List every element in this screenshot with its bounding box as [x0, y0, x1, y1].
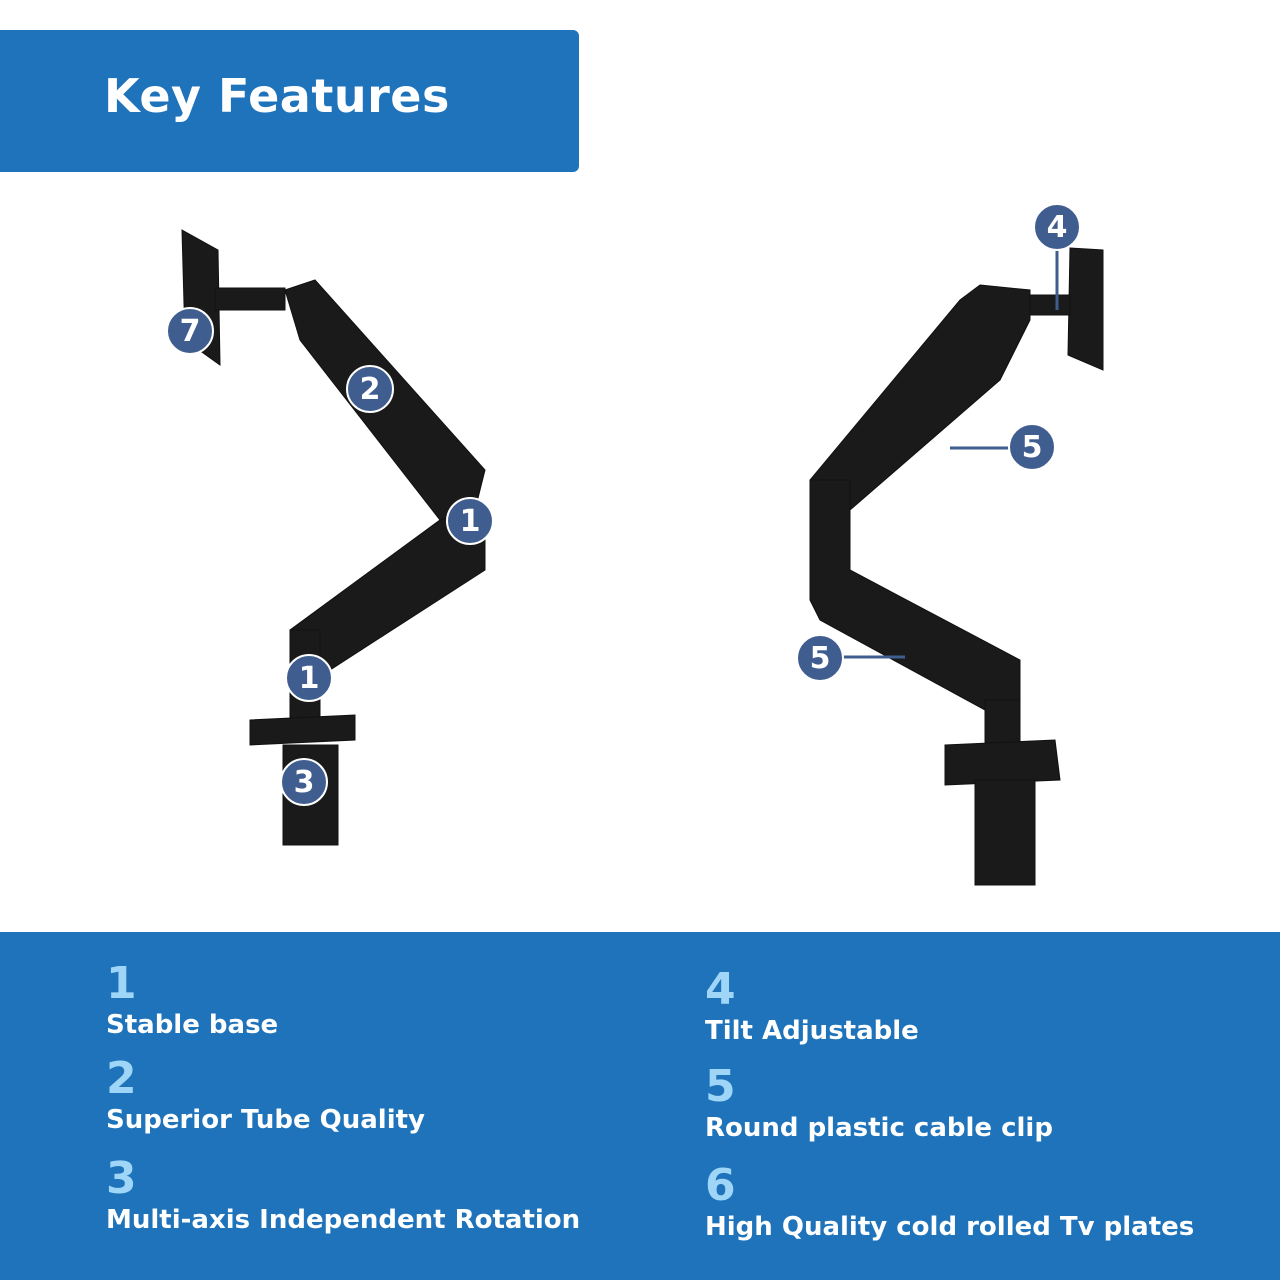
feature-number: 1 — [106, 958, 137, 1009]
callout-badge: 1 — [285, 654, 333, 702]
callout-badge: 2 — [346, 365, 394, 413]
feature-number: 3 — [106, 1153, 137, 1204]
callout-badge: 7 — [166, 307, 214, 355]
feature-number: 2 — [106, 1053, 137, 1104]
page-title: Key Features — [104, 69, 450, 123]
feature-item: 5 Round plastic cable clip — [705, 1061, 1053, 1144]
monitor-arm-illustration — [181, 229, 1104, 886]
feature-label: High Quality cold rolled Tv plates — [705, 1212, 1195, 1242]
right-upper-arm — [809, 284, 1031, 511]
feature-item: 4 Tilt Adjustable — [705, 964, 919, 1047]
left-clamp-plate — [249, 714, 356, 746]
right-clamp — [974, 779, 1036, 886]
feature-item: 2 Superior Tube Quality — [106, 1053, 425, 1136]
feature-item: 6 High Quality cold rolled Tv plates — [705, 1160, 1195, 1243]
feature-label: Multi-axis Independent Rotation — [106, 1205, 581, 1235]
right-lower-arm — [809, 479, 1021, 711]
right-clamp-plate — [944, 739, 1061, 786]
feature-label: Round plastic cable clip — [705, 1113, 1053, 1143]
feature-number: 4 — [705, 964, 736, 1015]
feature-label: Stable base — [106, 1010, 279, 1040]
feature-label: Tilt Adjustable — [705, 1016, 919, 1046]
callout-badge: 4 — [1033, 203, 1081, 251]
feature-item: 3 Multi-axis Independent Rotation — [106, 1153, 581, 1236]
features-panel: 1 Stable base 2 Superior Tube Quality 3 … — [0, 932, 1280, 1280]
header-banner: Key Features — [0, 30, 579, 172]
feature-label: Superior Tube Quality — [106, 1105, 425, 1135]
callout-badge: 3 — [280, 758, 328, 806]
feature-item: 1 Stable base — [106, 958, 279, 1041]
callout-badge: 5 — [796, 634, 844, 682]
callout-badge: 1 — [446, 497, 494, 545]
callout-badge: 5 — [1008, 423, 1056, 471]
feature-number: 5 — [705, 1061, 736, 1112]
feature-number: 6 — [705, 1160, 736, 1211]
right-vesa-plate — [1067, 247, 1104, 371]
